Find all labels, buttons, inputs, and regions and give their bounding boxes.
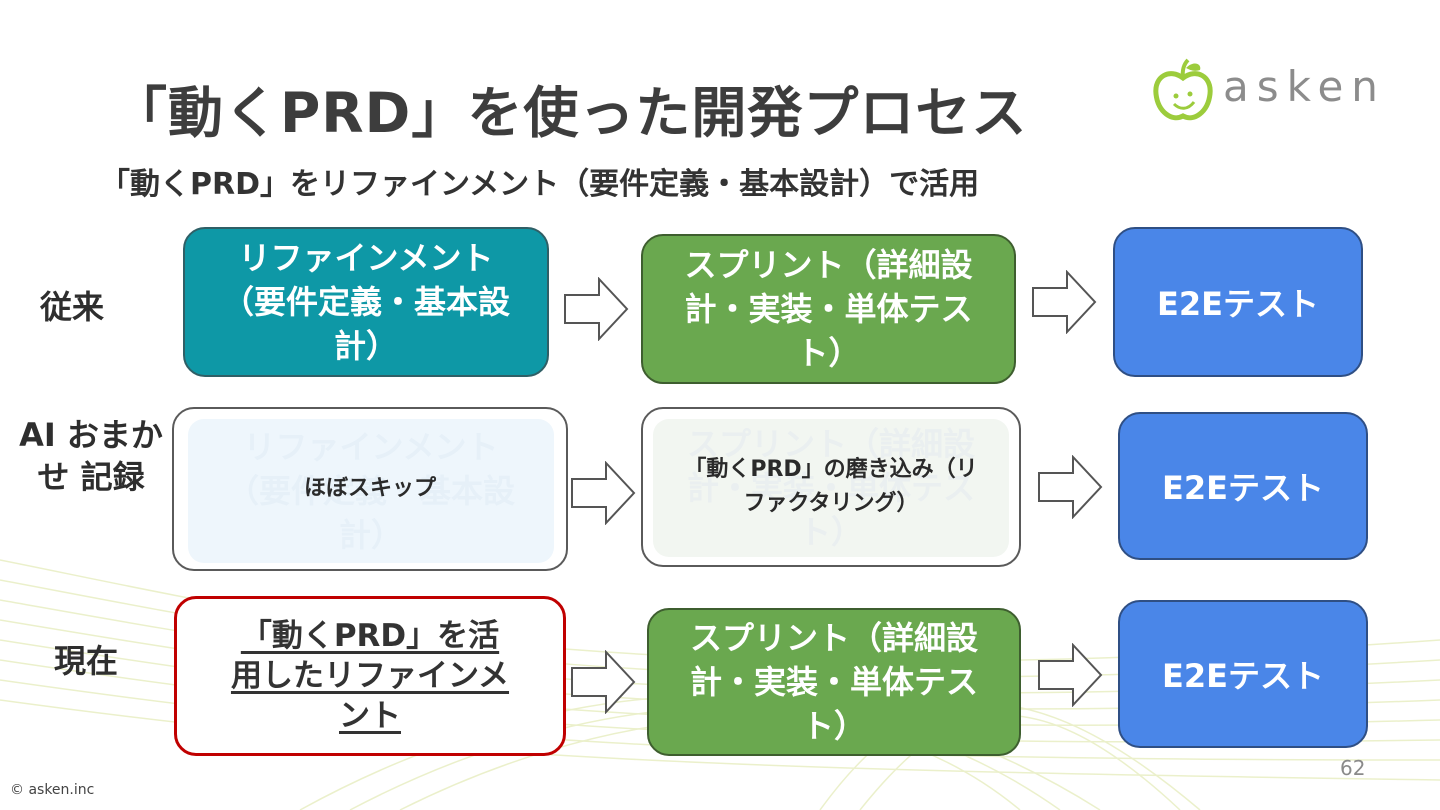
ai-ghost-refinement: リファインメント（要件定義・基本設計） bbox=[188, 419, 554, 563]
traditional-refinement-text: リファインメント（要件定義・基本設計） bbox=[221, 239, 510, 365]
right-arrow-icon bbox=[1032, 270, 1097, 334]
traditional-sprint-text: スプリント（詳細設計・実装・単体テスト） bbox=[684, 246, 973, 372]
ai-polish-text: 「動くPRD」の磨き込み（リファクタリング） bbox=[684, 457, 978, 516]
traditional-e2e-box: E2Eテスト bbox=[1113, 227, 1363, 377]
ai-ghost-sprint: スプリント（詳細設計・実装・単体テスト） bbox=[653, 419, 1009, 557]
page-number: 62 bbox=[1340, 756, 1366, 780]
traditional-e2e-text: E2Eテスト bbox=[1157, 285, 1319, 323]
logo-text: asken bbox=[1223, 62, 1386, 111]
current-sprint-text: スプリント（詳細設計・実装・単体テスト） bbox=[689, 619, 978, 745]
ai-e2e-text: E2Eテスト bbox=[1162, 469, 1324, 507]
right-arrow-icon bbox=[571, 461, 636, 525]
slide-title: 「動くPRD」を使った開発プロセス bbox=[112, 81, 1028, 145]
row-label-ai: AI おまかせ 記録 bbox=[18, 414, 164, 498]
ai-skip-box: リファインメント（要件定義・基本設計） ほぼスキップ bbox=[172, 407, 568, 571]
traditional-refinement-box: リファインメント（要件定義・基本設計） bbox=[183, 227, 549, 377]
slide-subtitle: 「動くPRD」をリファインメント（要件定義・基本設計）で活用 bbox=[100, 167, 980, 202]
ai-skip-text: ほぼスキップ bbox=[303, 476, 436, 501]
right-arrow-icon bbox=[564, 277, 629, 341]
asken-logo: asken bbox=[1150, 58, 1390, 128]
current-e2e-text: E2Eテスト bbox=[1162, 657, 1324, 695]
row-label-ai-text: AI おまかせ 記録 bbox=[19, 416, 163, 496]
apple-logo-icon bbox=[1153, 58, 1213, 121]
row-label-traditional: 従来 bbox=[40, 288, 105, 326]
ai-ghost-refinement-text: リファインメント（要件定義・基本設計） bbox=[226, 428, 515, 554]
traditional-sprint-box: スプリント（詳細設計・実装・単体テスト） bbox=[641, 234, 1016, 384]
current-e2e-box: E2Eテスト bbox=[1118, 600, 1368, 748]
right-arrow-icon bbox=[1038, 643, 1103, 707]
ai-e2e-box: E2Eテスト bbox=[1118, 412, 1368, 560]
current-sprint-box: スプリント（詳細設計・実装・単体テスト） bbox=[647, 608, 1021, 756]
right-arrow-icon bbox=[1038, 455, 1103, 519]
row-label-current: 現在 bbox=[54, 642, 119, 680]
ai-ghost-sprint-text: スプリント（詳細設計・実装・単体テスト） bbox=[686, 425, 975, 551]
ai-polish-box: スプリント（詳細設計・実装・単体テスト） 「動くPRD」の磨き込み（リファクタリ… bbox=[641, 407, 1021, 567]
right-arrow-icon bbox=[571, 650, 636, 714]
current-refinement-box: 「動くPRD」を活用したリファインメント bbox=[174, 596, 566, 756]
copyright: © asken.inc bbox=[10, 782, 95, 798]
current-refinement-text: 「動くPRD」を活用したリファインメント bbox=[230, 618, 510, 734]
